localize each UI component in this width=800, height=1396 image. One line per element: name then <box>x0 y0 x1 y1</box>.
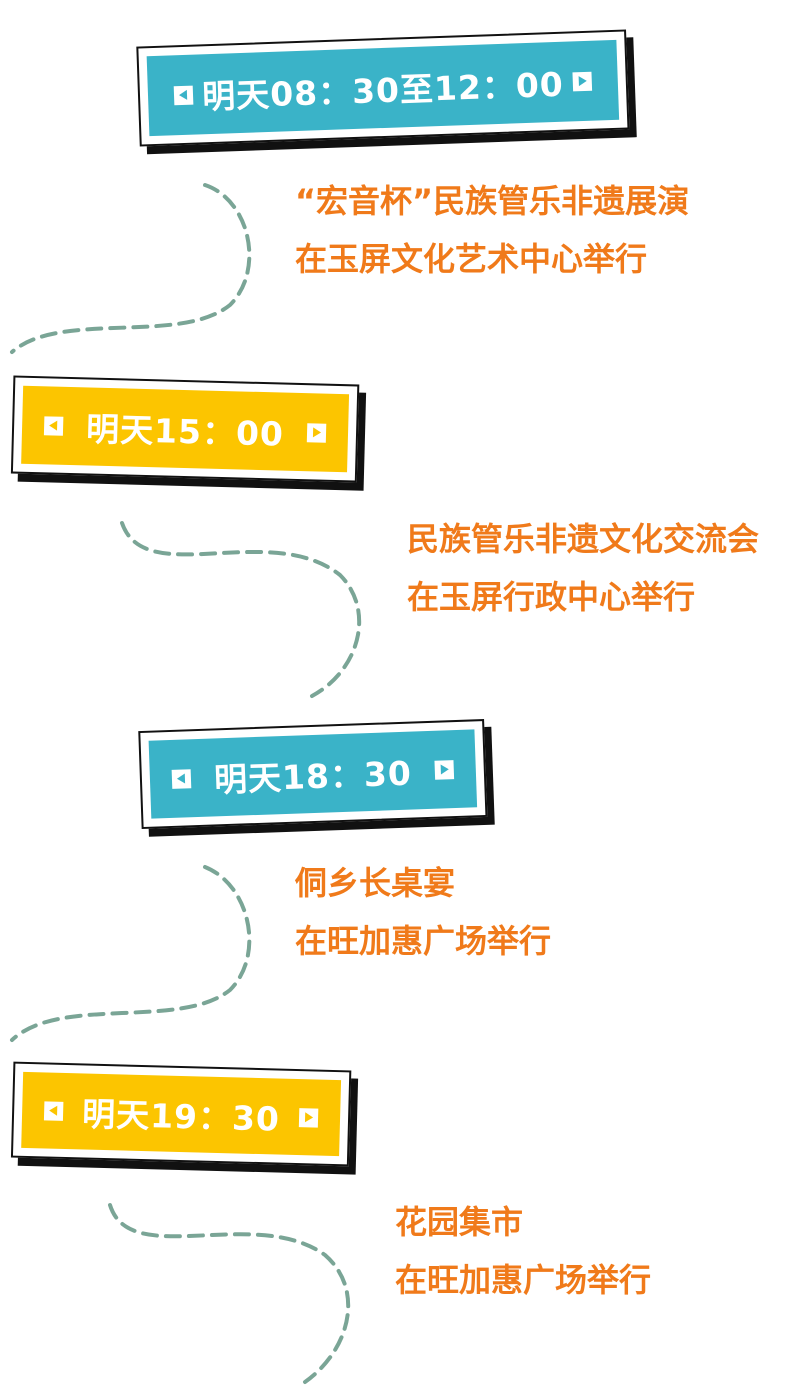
arrow-right-icon <box>306 423 327 443</box>
time-label: 明天15：00 <box>85 409 285 454</box>
time-banner-2: 明天15：00 <box>10 375 367 491</box>
time-banner-fill: 明天18：30 <box>148 729 478 819</box>
event-4: 花园集市 在旺加惠广场举行 <box>395 1193 651 1309</box>
event-venue: 在旺加惠广场举行 <box>395 1261 652 1299</box>
event-venue: 在玉屏行政中心举行 <box>407 578 696 616</box>
arrow-left-icon <box>173 85 194 106</box>
dashed-connector-1 <box>10 183 252 354</box>
arrow-left-icon <box>171 769 192 789</box>
dashed-connector-4 <box>108 1203 351 1384</box>
time-label: 明天08：30至12：00 <box>201 64 565 117</box>
time-label: 明天19：30 <box>81 1094 281 1139</box>
time-banner-fill: 明天15：00 <box>21 385 350 473</box>
time-banner-fill: 明天19：30 <box>21 1071 342 1157</box>
event-title: 花园集市 <box>395 1203 524 1241</box>
arrow-left-icon <box>43 1101 64 1121</box>
event-title: “宏音杯”民族管乐非遗展演 <box>295 182 690 220</box>
time-label: 明天18：30 <box>213 753 413 800</box>
dashed-connector-2 <box>120 521 362 698</box>
arrow-right-icon <box>572 71 593 92</box>
event-venue: 在旺加惠广场举行 <box>295 922 552 960</box>
dashed-connector-3 <box>10 865 252 1042</box>
event-title: 民族管乐非遗文化交流会 <box>407 520 760 558</box>
time-banner-1: 明天08：30至12：00 <box>136 29 637 155</box>
event-2: 民族管乐非遗文化交流会 在玉屏行政中心举行 <box>407 510 759 626</box>
event-1: “宏音杯”民族管乐非遗展演 在玉屏文化艺术中心举行 <box>295 172 689 288</box>
event-3: 侗乡长桌宴 在旺加惠广场举行 <box>295 854 551 970</box>
event-title: 侗乡长桌宴 <box>295 864 456 902</box>
time-banner-fill: 明天08：30至12：00 <box>146 39 620 137</box>
arrow-left-icon <box>43 416 64 436</box>
event-venue: 在玉屏文化艺术中心举行 <box>295 240 648 278</box>
time-banner-4: 明天19：30 <box>10 1061 359 1177</box>
arrow-right-icon <box>298 1108 319 1128</box>
time-banner-3: 明天18：30 <box>138 718 495 837</box>
arrow-right-icon <box>434 760 455 780</box>
